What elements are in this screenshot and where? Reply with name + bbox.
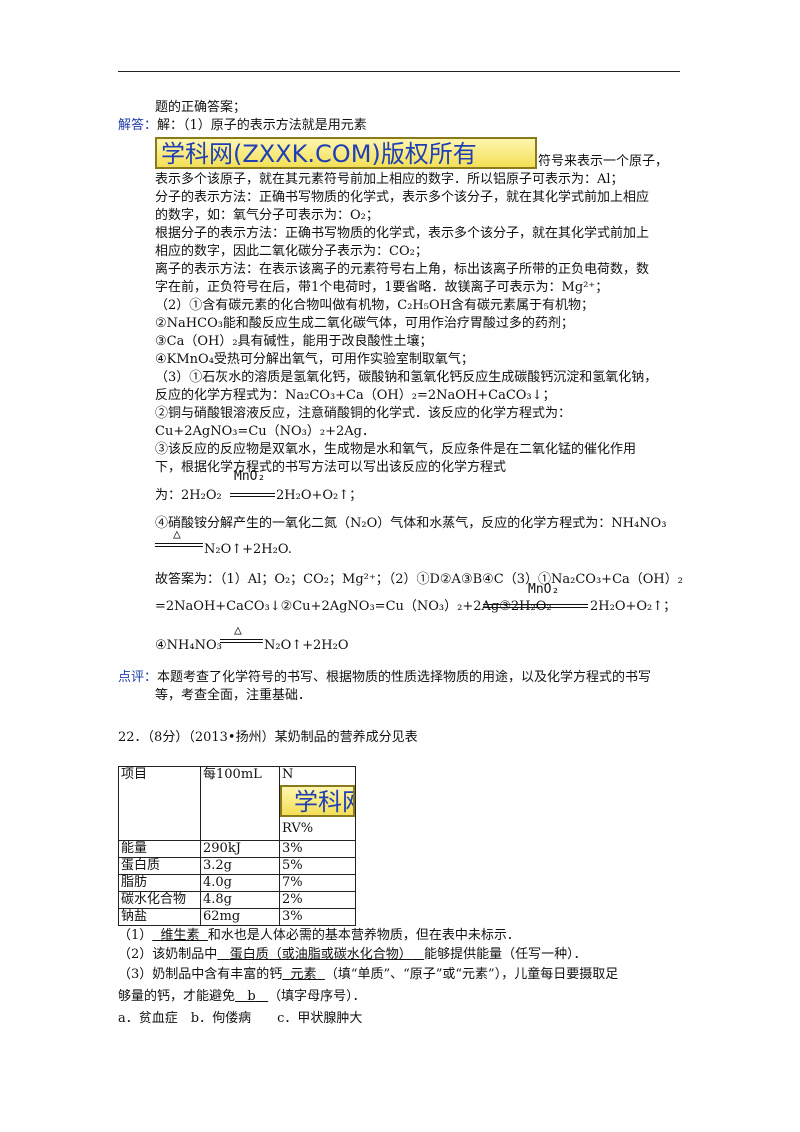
text: 够量的钙，才能避免 <box>118 989 236 1004</box>
table-cell: 3.2g <box>200 857 280 875</box>
table-cell: 能量 <box>118 840 201 858</box>
equation-bar <box>155 546 203 547</box>
blank-text: 维生素 <box>160 928 200 943</box>
equation-bar <box>230 496 275 497</box>
text: （3）奶制品中含有丰富的钙 <box>118 967 283 982</box>
text-line: 题的正确答案； <box>155 100 247 115</box>
table-cell: 3% <box>279 908 356 926</box>
text-line: 反应的化学方程式为：Na₂CO₃+Ca（OH）₂=2NaOH+CaCO₃↓； <box>155 388 556 403</box>
catalyst-label: MnO₂ <box>234 469 266 484</box>
text: （2）该奶制品中 <box>118 947 218 962</box>
table-cell: 脂肪 <box>118 874 201 892</box>
text-line: ③Ca（OH）₂具有碱性，能用于改良酸性土壤； <box>155 334 433 349</box>
text-line: 相应的数字，因此二氧化碳分子表示为：CO₂； <box>155 244 428 259</box>
text-line: 下，根据化学方程式的书写方法可以写出该反应的化学方程式 <box>155 460 507 475</box>
table-cell: 290kJ <box>200 840 280 858</box>
text: （1） <box>118 928 153 943</box>
text-line: ④NH₄NO₃ <box>155 638 222 653</box>
text-line: N₂O↑+2H₂O. <box>204 542 292 557</box>
answer-blank-1: 维生素 <box>152 928 208 943</box>
answer-blank-4: b <box>235 989 268 1004</box>
watermark-banner: 学科网 <box>280 785 355 817</box>
equation-right: 2H₂O+O₂↑； <box>276 488 363 503</box>
table-cell: 蛋白质 <box>118 857 201 875</box>
text-line: N₂O↑+2H₂O <box>264 638 349 653</box>
text-line: 等，考查全面，注重基础． <box>155 688 312 703</box>
text: 能够提供能量（任写一种）． <box>424 947 587 962</box>
text-line: 解：（1）原子的表示方法就是用元素 <box>157 118 367 133</box>
table-header: RV% <box>282 821 314 836</box>
table-cell: 碳水化合物 <box>118 891 201 909</box>
text-line: 本题考查了化学符号的书写、根据物质的性质选择物质的用途，以及化学方程式的书写 <box>157 670 652 685</box>
text-line: =2NaOH+CaCO₃↓②Cu+2AgNO₃=Cu（NO₃）₂+2Ag③2H₂… <box>155 599 552 614</box>
table-cell: 2% <box>279 891 356 909</box>
table-cell: 7% <box>279 874 356 892</box>
table-cell: 4.8g <box>200 891 280 909</box>
table-header: 项目 <box>118 766 201 841</box>
equation-bar <box>220 639 263 640</box>
equation-left: 为：2H₂O₂ <box>155 488 222 503</box>
text-line: 的数字，如：氧气分子可表示为：O₂； <box>155 208 379 223</box>
text-line: （3）①石灰水的溶质是氢氧化钙，碳酸钠和氢氧化钙反应生成碳酸钙沉淀和氢氧化钠， <box>155 370 658 385</box>
text: （填字母序号）． <box>268 989 366 1004</box>
text-line: 故答案为：（1）Al；O₂；CO₂；Mg²⁺；（2）①D②A③B④C（3）①Na… <box>155 572 683 587</box>
heat-label: △ <box>173 527 181 542</box>
answer-line: 解答：解：（1）原子的表示方法就是用元素 <box>118 117 367 135</box>
text: 和水也是人体必需的基本营养物质，但在表中未标示． <box>207 928 520 943</box>
question-line-2: （2）该奶制品中 蛋白质（或油脂或碳水化合物） 能够提供能量（任写一种）． <box>118 946 587 964</box>
equation-bar <box>155 543 203 544</box>
answer-blank-3: 元素 <box>282 967 325 982</box>
heat-label: △ <box>234 623 242 638</box>
equation-bar <box>220 642 263 643</box>
question-line-4: 够量的钙，才能避免 b （填字母序号）． <box>118 988 366 1006</box>
question-line-1: （1） 维生素 和水也是人体必需的基本营养物质，但在表中未标示． <box>118 927 520 945</box>
blank-text: b <box>247 989 256 1004</box>
table-cell: 钠盐 <box>118 908 201 926</box>
text-line: 符号来表示一个原子， <box>538 154 669 169</box>
table-header: 每100mL <box>200 766 280 841</box>
watermark-banner: 学科网(ZXXK.COM)版权所有 <box>155 137 537 169</box>
table-cell: 3% <box>279 840 356 858</box>
equation-bar <box>483 604 588 605</box>
table-row: 项目 每100mL N 学科网 RV% <box>118 766 356 841</box>
table-cell: 4.0g <box>200 874 280 892</box>
blank-text: 蛋白质（或油脂或碳水化合物） <box>229 947 412 962</box>
text-line: 2H₂O+O₂↑； <box>590 599 677 614</box>
text-line: 根据分子的表示方法：正确书写物质的化学式，表示多个该分子，就在其化学式前加上 <box>155 226 650 241</box>
comment-label: 点评： <box>118 670 158 685</box>
text: （填“单质”、“原子”或“元素”），儿童每日要摄取足 <box>324 967 619 982</box>
text-line: ②铜与硝酸银溶液反应，注意硝酸铜的化学式．该反应的化学方程式为： <box>155 406 572 421</box>
question-line-3: （3）奶制品中含有丰富的钙 元素 （填“单质”、“原子”或“元素”），儿童每日要… <box>118 966 618 984</box>
equation-bar <box>230 493 275 494</box>
text-line: （2）①含有碳元素的化合物叫做有机物，C₂H₅OH含有碳元素属于有机物； <box>155 298 594 313</box>
answer-blank-2: 蛋白质（或油脂或碳水化合物） <box>217 947 424 962</box>
table-header-cell: N 学科网 RV% <box>279 766 356 841</box>
text-line: ②NaHCO₃能和酸反应生成二氧化碳气体，可用作治疗胃酸过多的药剂； <box>155 316 574 331</box>
table-header: N <box>282 767 294 782</box>
text-line: 离子的表示方法：在表示该离子的元素符号右上角，标出该离子所带的正负电荷数，数 <box>155 262 650 277</box>
table-cell: 5% <box>279 857 356 875</box>
question-title: 22．（8分）（2013•扬州）某奶制品的营养成分见表 <box>118 730 418 745</box>
text-line: ④硝酸铵分解产生的一氧化二氮（N₂O）气体和水蒸气，反应的化学方程式为：NH₄N… <box>155 516 667 531</box>
table-cell: 62mg <box>200 908 280 926</box>
text-line: 字在前，正负符号在后，带1个电荷时，1要省略．故镁离子可表示为：Mg²⁺； <box>155 280 609 295</box>
comment-line: 点评：本题考查了化学符号的书写、根据物质的性质选择物质的用途，以及化学方程式的书… <box>118 669 651 687</box>
answer-label: 解答： <box>118 118 158 133</box>
text-line: Cu+2AgNO₃=Cu（NO₃）₂+2Ag． <box>155 424 375 439</box>
equation-bar <box>483 607 588 608</box>
text-line: 表示多个该原子，就在其元素符号前加上相应的数字．所以铝原子可表示为：Al； <box>155 172 624 187</box>
text-line: ④KMnO₄受热可分解出氧气，可用作实验室制取氧气； <box>155 352 474 367</box>
options-line: a．贫血症 b．佝偻病 c．甲状腺肿大 <box>118 1011 363 1026</box>
header-rule <box>118 71 680 72</box>
blank-text: 元素 <box>290 967 317 982</box>
catalyst-label: MnO₂ <box>528 582 560 597</box>
text-line: ③该反应的反应物是双氧水，生成物是水和氧气，反应条件是在二氧化锰的催化作用 <box>155 442 637 457</box>
text-line: 分子的表示方法：正确书写物质的化学式，表示多个该分子，就在其化学式前加上相应 <box>155 190 650 205</box>
